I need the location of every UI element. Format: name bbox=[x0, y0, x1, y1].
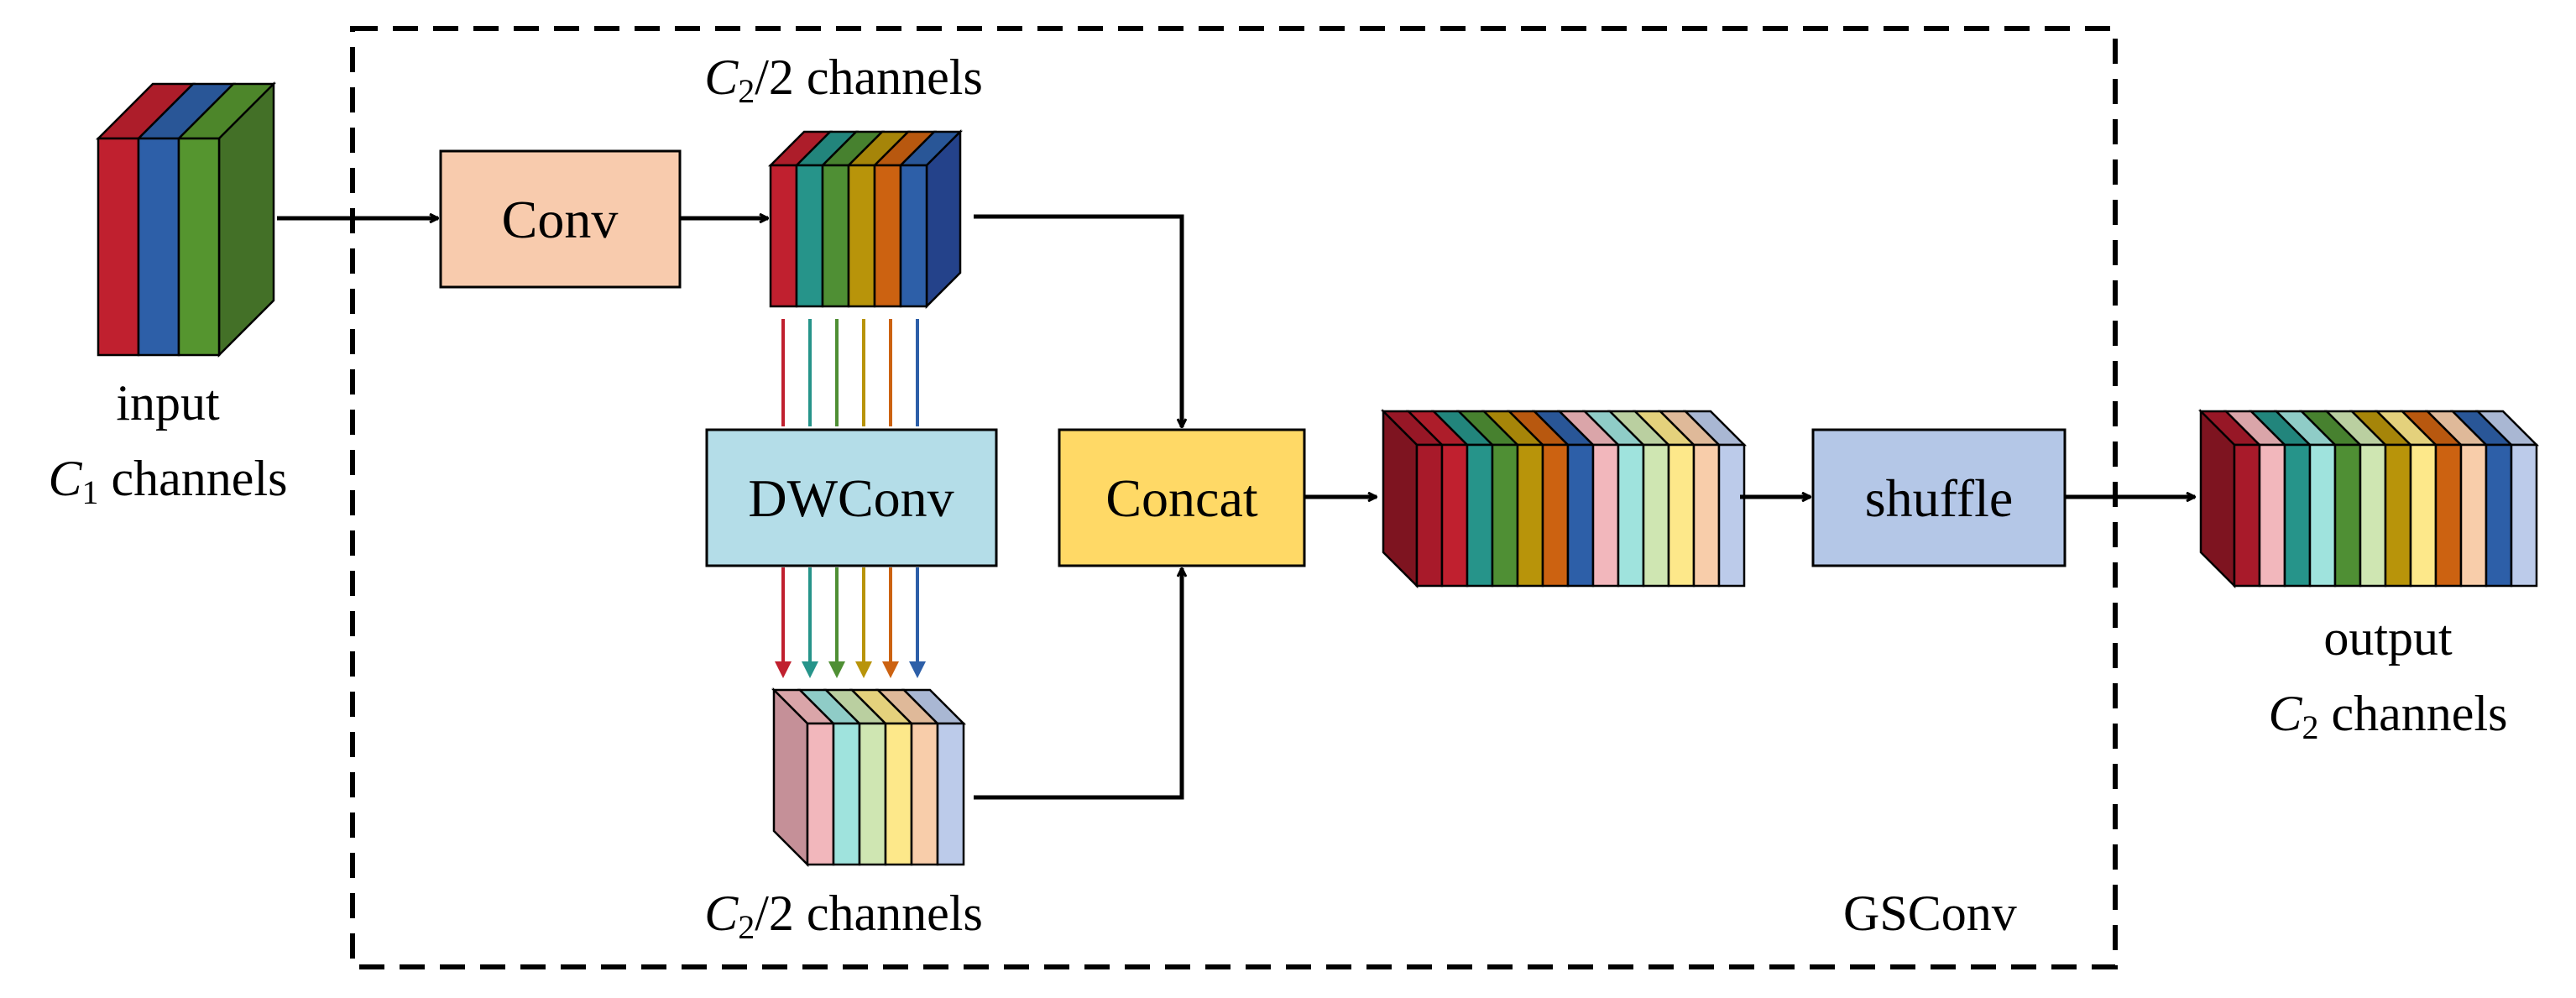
concat-slice-slice-4 bbox=[1491, 443, 1519, 588]
output-slice-slice-7 bbox=[2384, 443, 2412, 588]
dw-slice-slice-1 bbox=[806, 722, 835, 866]
output-slice-slice-9 bbox=[2434, 443, 2463, 588]
conv-slice-slice-5 bbox=[873, 164, 902, 308]
channel-arrowhead-1 bbox=[775, 661, 792, 678]
dw-slice-slice-3 bbox=[858, 722, 887, 866]
output-slice-slice-5 bbox=[2333, 443, 2362, 588]
conv-block bbox=[439, 149, 682, 289]
conv-slice-slice-4 bbox=[847, 164, 876, 308]
channel-arrowhead-5 bbox=[882, 661, 899, 678]
output-slice-slice-8 bbox=[2409, 443, 2438, 588]
concat-slice-slice-12 bbox=[1692, 443, 1721, 588]
gsconv-module-label: GSConv bbox=[1843, 886, 2017, 941]
dwconv-block bbox=[705, 428, 998, 567]
concat-slice-slice-2 bbox=[1440, 443, 1469, 588]
concatenated-tensor bbox=[1380, 408, 1748, 589]
concat-block bbox=[1058, 428, 1306, 567]
channel-arrowhead-2 bbox=[802, 661, 818, 678]
output-slice-slice-4 bbox=[2308, 443, 2337, 588]
dw-slice-slice-2 bbox=[832, 722, 861, 866]
depthwise-output-arrows bbox=[775, 567, 926, 678]
channel-arrowhead-6 bbox=[909, 661, 926, 678]
concat-slice-slice-7 bbox=[1566, 443, 1595, 588]
output-channels-label: C2 channels bbox=[2269, 686, 2508, 746]
output-tensor bbox=[2197, 408, 2540, 589]
dwconv-output-tensor bbox=[771, 687, 967, 868]
concat-slice-slice-6 bbox=[1541, 443, 1570, 588]
concat-slice-slice-1 bbox=[1415, 443, 1444, 588]
output-slice-slice-6 bbox=[2359, 443, 2387, 588]
conv-slice-slice-3 bbox=[821, 164, 850, 308]
output-slice-slice-12 bbox=[2510, 443, 2538, 588]
input-slice-slice-1 bbox=[97, 137, 140, 357]
concat-block-label: Concat bbox=[1105, 468, 1258, 528]
dw-slice-slice-4 bbox=[884, 722, 913, 866]
concat-slice-slice-9 bbox=[1617, 443, 1645, 588]
concat-slice-slice-5 bbox=[1516, 443, 1544, 588]
conv-slice-slice-6 bbox=[899, 164, 928, 308]
conv-output-tensor bbox=[767, 128, 964, 310]
bottom-channels-label: C2/2 channels bbox=[704, 886, 983, 946]
output-slice-slice-11 bbox=[2485, 443, 2513, 588]
conv-slice-slice-1 bbox=[769, 164, 798, 308]
input-channels-label: C1 channels bbox=[49, 451, 288, 511]
dwconv-block-label: DWConv bbox=[748, 468, 954, 528]
channel-arrowhead-4 bbox=[855, 661, 872, 678]
concat-slice-slice-13 bbox=[1717, 443, 1746, 588]
conv-block-label: Conv bbox=[502, 190, 619, 249]
concat-slice-slice-10 bbox=[1642, 443, 1670, 588]
channel-arrowhead-3 bbox=[828, 661, 845, 678]
output-label: output bbox=[2323, 610, 2453, 666]
input-label: input bbox=[116, 375, 220, 431]
concat-slice-slice-8 bbox=[1591, 443, 1620, 588]
shuffle-block bbox=[1811, 428, 2067, 567]
output-slice-slice-1 bbox=[2233, 443, 2261, 588]
concat-slice-slice-3 bbox=[1466, 443, 1494, 588]
input-slice-slice-3 bbox=[177, 137, 221, 357]
top-channels-label: C2/2 channels bbox=[704, 50, 983, 110]
dw-slice-slice-5 bbox=[910, 722, 939, 866]
conv-slice-slice-2 bbox=[795, 164, 824, 308]
concat-slice-slice-11 bbox=[1667, 443, 1696, 588]
output-slice-slice-2 bbox=[2258, 443, 2286, 588]
shuffle-block-label: shuffle bbox=[1865, 468, 2014, 528]
output-slice-slice-10 bbox=[2459, 443, 2488, 588]
arrow-tensor-to-concat bbox=[974, 214, 1182, 427]
input-slice-slice-2 bbox=[137, 137, 180, 357]
arrow-dwtensor-to-concat bbox=[974, 568, 1182, 800]
input-tensor bbox=[95, 81, 277, 358]
depthwise-input-arrows bbox=[781, 319, 919, 426]
output-slice-slice-3 bbox=[2283, 443, 2312, 588]
dw-slice-slice-6 bbox=[936, 722, 965, 866]
